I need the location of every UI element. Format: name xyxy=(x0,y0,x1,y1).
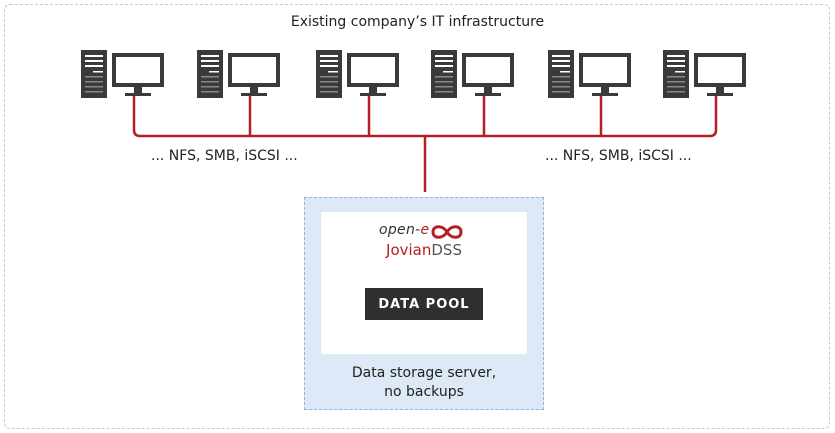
workstation-icon xyxy=(546,48,636,100)
workstation-icon xyxy=(661,48,751,100)
server-caption-line1: Data storage server, xyxy=(351,365,497,381)
workstation-icon xyxy=(79,48,169,100)
wire-1 xyxy=(132,95,718,138)
server-caption-line2: no backups xyxy=(384,384,464,400)
protocols-label-right: ... NFS, SMB, iSCSI ... xyxy=(545,148,692,164)
data-storage-server: open-e JovianDSS DATA POOL Data storage … xyxy=(304,197,544,410)
brand-name-main: Jovian xyxy=(386,241,432,259)
workstation-icon xyxy=(195,48,285,100)
infinity-logo-icon xyxy=(431,225,463,239)
workstation-icon xyxy=(429,48,519,100)
data-pool-block: DATA POOL xyxy=(365,288,483,320)
brand-name: JovianDSS xyxy=(321,241,527,259)
protocols-label-left: ... NFS, SMB, iSCSI ... xyxy=(151,148,298,164)
diagram-title: Existing company’s IT infrastructure xyxy=(290,14,545,30)
brand-name-suffix: DSS xyxy=(431,241,462,259)
workstation-icon xyxy=(314,48,404,100)
brand-prefix-accent: e xyxy=(420,222,430,238)
server-caption: Data storage server, no backups xyxy=(305,364,543,402)
server-card: open-e JovianDSS DATA POOL xyxy=(321,212,527,354)
brand-prefix-text: open- xyxy=(379,222,421,238)
brand-prefix: open-e xyxy=(379,222,429,238)
diagram-frame xyxy=(4,4,830,429)
